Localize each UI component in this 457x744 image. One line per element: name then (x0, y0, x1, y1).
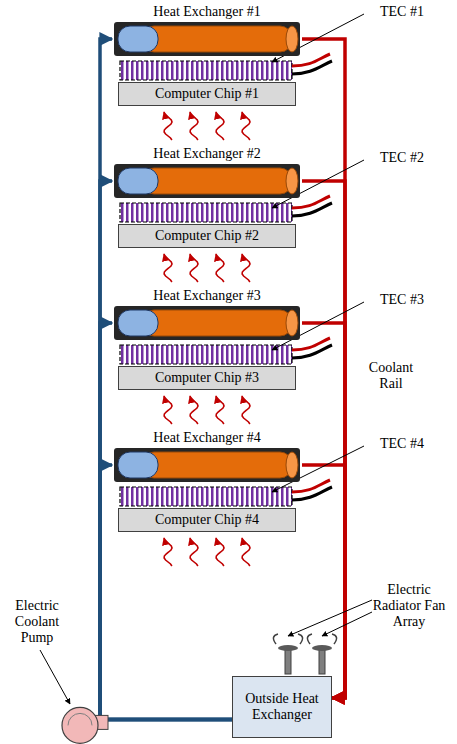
hot-coolant-line (302, 181, 345, 698)
hot-coolant-tube (142, 26, 292, 52)
hot-coolant-tube (142, 452, 292, 478)
callout-label: TEC #3 (362, 292, 442, 308)
node-text: Computer Chip #1 (123, 86, 291, 102)
tec-wire (292, 487, 332, 500)
heat-exchanger-housing (114, 22, 300, 56)
tec-wire (292, 345, 332, 358)
heat-exchanger: Heat Exchanger #4 (112, 430, 302, 484)
fan-blade (273, 634, 278, 644)
heat-wave (164, 538, 172, 566)
pump-impeller (68, 713, 92, 725)
leader-line (40, 650, 70, 704)
heat-wave (164, 112, 172, 140)
tec-wire (292, 61, 332, 74)
heat-wave (164, 396, 172, 424)
node-text: Outside Heat Exchanger (237, 691, 327, 723)
callout-label: TEC #4 (362, 436, 442, 452)
tec-module (120, 487, 292, 506)
cold-coolant-tube (118, 310, 158, 336)
node-text: Computer Chip #3 (123, 370, 291, 386)
callout-label: TEC #1 (362, 4, 442, 20)
tec-module (120, 345, 292, 364)
coolant-pump (62, 707, 108, 743)
heat-wave (190, 112, 198, 140)
heat-wave (216, 396, 224, 424)
heat-wave (242, 112, 250, 140)
tube-end (286, 310, 298, 336)
computer-chip: Computer Chip #1 (118, 82, 296, 106)
node-text: Computer Chip #4 (123, 512, 291, 528)
heat-wave (190, 396, 198, 424)
heat-wave (242, 538, 250, 566)
heat-wave (216, 112, 224, 140)
heat-exchanger-housing (114, 448, 300, 482)
heat-wave (190, 538, 198, 566)
hot-coolant-line (302, 465, 345, 698)
callout-label: TEC #2 (362, 150, 442, 166)
tec-module (120, 61, 292, 80)
tube-end (286, 452, 298, 478)
node-text: Heat Exchanger #4 (112, 430, 302, 446)
radiator-fan (273, 634, 302, 674)
cold-coolant-tube (118, 26, 158, 52)
heat-wave (164, 254, 172, 282)
heat-exchanger-housing (114, 306, 300, 340)
fan-shaft (319, 648, 325, 674)
heat-exchanger-body (112, 304, 302, 342)
tec-module (120, 203, 292, 222)
heat-exchanger-body (112, 446, 302, 484)
heat-wave (242, 396, 250, 424)
cold-coolant-tube (118, 452, 158, 478)
part-label: Electric Coolant Pump (4, 598, 70, 646)
heat-exchanger-body (112, 162, 302, 200)
computer-chip: Computer Chip #3 (118, 366, 296, 390)
heat-exchanger: Heat Exchanger #2 (112, 146, 302, 200)
heat-wave (216, 254, 224, 282)
fan-blade (307, 634, 312, 644)
leader-line (322, 612, 372, 636)
radiator-fan (307, 634, 336, 674)
node-text: Heat Exchanger #3 (112, 288, 302, 304)
heat-wave (216, 538, 224, 566)
hot-coolant-line (302, 323, 345, 698)
hot-coolant-line (302, 39, 345, 698)
computer-chip: Computer Chip #4 (118, 508, 296, 532)
node-text: Heat Exchanger #1 (112, 4, 302, 20)
outside-heat-exchanger: Outside Heat Exchanger (232, 676, 332, 738)
part-label: Electric Radiator Fan Array (368, 582, 450, 630)
tube-end (286, 168, 298, 194)
heat-exchanger-housing (114, 164, 300, 198)
leader-line (288, 600, 372, 636)
tec-wire (292, 203, 332, 216)
heat-exchanger: Heat Exchanger #1 (112, 4, 302, 58)
fan-blade (332, 634, 337, 644)
tube-end (286, 26, 298, 52)
heat-exchanger-body (112, 20, 302, 58)
pump-housing (62, 707, 98, 743)
node-text: Heat Exchanger #2 (112, 146, 302, 162)
node-text: Computer Chip #2 (123, 228, 291, 244)
fan-blade (298, 634, 303, 644)
hot-coolant-tube (142, 310, 292, 336)
fan-hub (278, 645, 298, 651)
cold-coolant-tube (118, 168, 158, 194)
part-label: Coolant Rail (356, 360, 426, 392)
heat-exchanger: Heat Exchanger #3 (112, 288, 302, 342)
heat-wave (242, 254, 250, 282)
heat-wave (190, 254, 198, 282)
fan-hub (312, 645, 332, 651)
hot-coolant-tube (142, 168, 292, 194)
computer-chip: Computer Chip #2 (118, 224, 296, 248)
fan-shaft (285, 648, 291, 674)
